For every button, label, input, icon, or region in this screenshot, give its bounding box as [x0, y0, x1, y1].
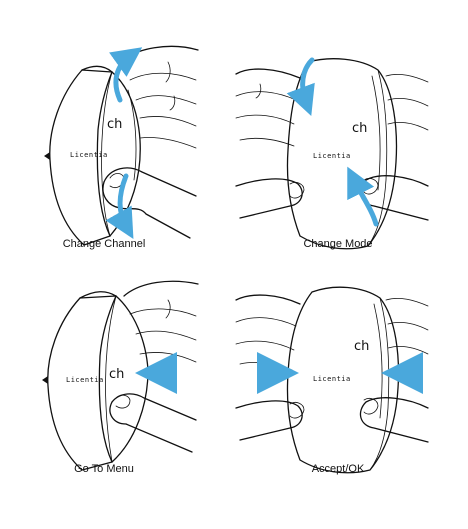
device-knob: Licentia ch	[42, 291, 149, 471]
channel-label: ch	[109, 367, 124, 382]
brand-label: Licentia	[313, 152, 351, 160]
device-knob: Licentia ch	[286, 286, 400, 474]
brand-label: Licentia	[66, 376, 104, 384]
brand-label: Licentia	[313, 375, 351, 383]
panel-change-channel: Licentia ch	[44, 45, 199, 246]
device-knob: Licentia ch	[44, 65, 141, 246]
pointer-marker-icon	[42, 376, 48, 384]
panel-change-mode: Licentia ch	[235, 57, 429, 250]
channel-label: ch	[352, 121, 367, 136]
channel-label: ch	[107, 117, 122, 132]
caption-change-mode: Change Mode	[303, 238, 373, 250]
thumbs	[235, 397, 429, 443]
panel-go-to-menu: Licentia ch	[42, 280, 199, 471]
rotate-reverse-arrow-icon	[286, 57, 379, 227]
caption-go-to-menu: Go To Menu	[74, 463, 134, 475]
caption-change-channel: Change Channel	[62, 238, 146, 250]
rotate-arrow-icon	[105, 47, 143, 240]
caption-accept-ok: Accept/OK	[311, 463, 365, 475]
brand-label: Licentia	[70, 151, 108, 159]
hand-fingers-left	[235, 294, 301, 371]
hand-fingers-right	[385, 298, 429, 355]
hand-fingers	[123, 280, 199, 363]
thumb	[109, 393, 197, 453]
panel-accept-ok: Licentia ch	[235, 286, 429, 474]
device-knob: Licentia ch	[286, 58, 398, 250]
thumbs	[235, 175, 429, 221]
hand-fingers-left	[235, 68, 301, 147]
hand-fingers	[121, 45, 199, 149]
pointer-marker-icon	[44, 152, 50, 160]
channel-label: ch	[354, 339, 369, 354]
